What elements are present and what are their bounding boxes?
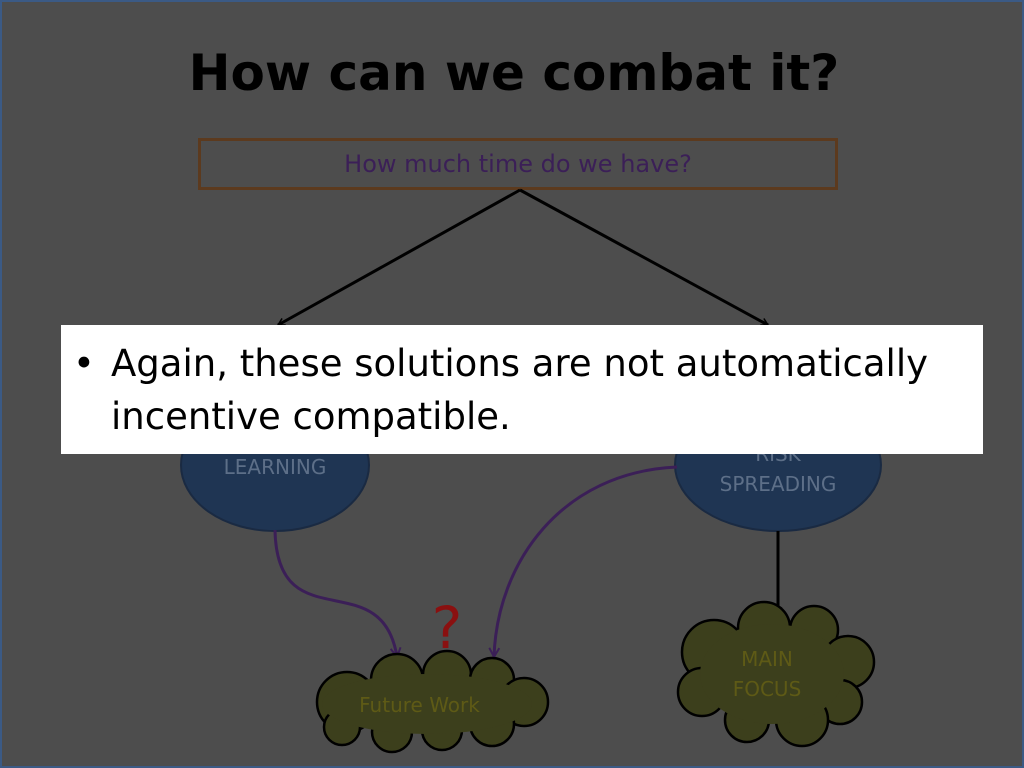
main-focus-label: MAIN FOCUS bbox=[732, 647, 802, 701]
risk-to-future-arrow bbox=[494, 465, 678, 657]
main-focus-cloud bbox=[676, 600, 876, 748]
question-box: How much time do we have? bbox=[198, 138, 838, 190]
learning-to-future-arrow bbox=[273, 529, 397, 657]
bullet-list: • Again, these solutions are not automat… bbox=[73, 337, 963, 443]
slide-title: How can we combat it? bbox=[188, 44, 840, 102]
bullet-marker: • bbox=[73, 342, 95, 385]
future-work-label: Future Work bbox=[359, 693, 480, 717]
future-work-cloud bbox=[315, 649, 550, 754]
question-box-label: How much time do we have? bbox=[344, 150, 692, 178]
bullet-line-1: Again, these solutions are not automatic… bbox=[111, 342, 928, 385]
arrow-right bbox=[519, 188, 768, 327]
question-mark: ? bbox=[431, 594, 463, 662]
learning-label: LEARNING bbox=[223, 455, 327, 479]
bullet-item: • Again, these solutions are not automat… bbox=[73, 337, 963, 443]
bullet-line-2: incentive compatible. bbox=[111, 395, 511, 438]
text-overlay: • Again, these solutions are not automat… bbox=[61, 325, 983, 454]
arrow-left bbox=[278, 188, 521, 327]
